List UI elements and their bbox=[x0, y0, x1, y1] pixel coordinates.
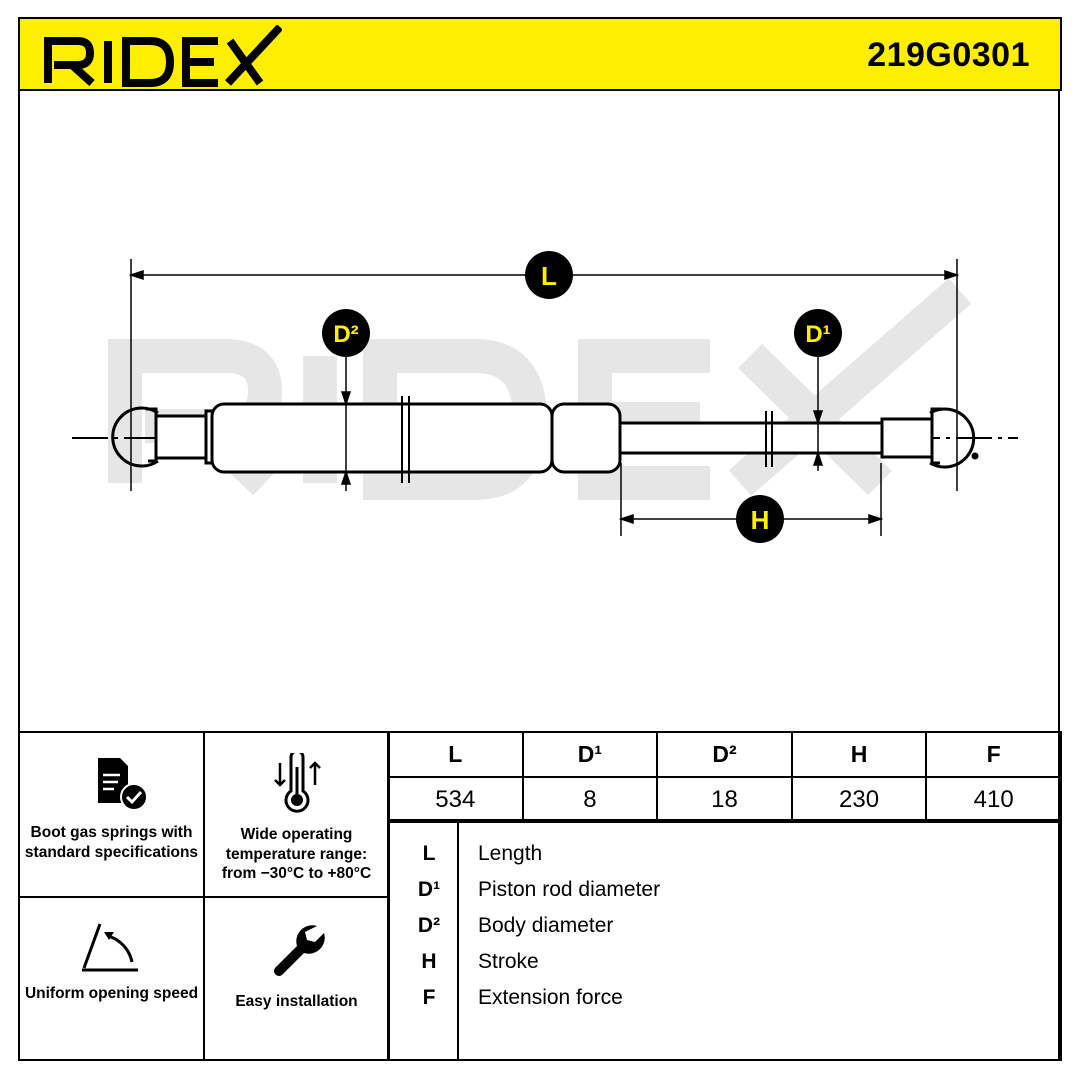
legend-symbol: D² bbox=[417, 914, 441, 937]
legend-description: Stroke bbox=[478, 950, 539, 973]
legend-symbol: D¹ bbox=[417, 878, 441, 901]
label-D1: D¹ bbox=[805, 321, 830, 348]
legend-symbol: F bbox=[422, 986, 436, 1009]
part-number: 219G0301 bbox=[867, 36, 1030, 74]
opening-angle-icon bbox=[82, 923, 138, 972]
thermometer-arrows-icon bbox=[274, 753, 321, 813]
spec-header-cell: F bbox=[925, 731, 1062, 778]
gas-spring-drawing: L D² D¹ H bbox=[72, 251, 1018, 543]
legend-divider bbox=[457, 821, 459, 1059]
spec-header-cell: D¹ bbox=[521, 731, 659, 778]
spec-table: L D¹ D² H F 534 8 18 230 410 bbox=[387, 731, 1062, 823]
legend-row: H Stroke bbox=[389, 944, 1064, 980]
label-D2: D² bbox=[333, 321, 358, 348]
legend-box: L Length D¹ Piston rod diameter D² Body … bbox=[387, 819, 1062, 1061]
left-ball-socket bbox=[111, 406, 208, 468]
badge-D2 bbox=[322, 309, 370, 357]
ridex-logo bbox=[44, 25, 282, 87]
wrench-icon bbox=[274, 925, 325, 976]
header-bar: 219G0301 bbox=[18, 17, 1062, 91]
spec-header-row: L D¹ D² H F bbox=[387, 731, 1062, 778]
spec-header-cell: D² bbox=[656, 731, 793, 778]
feature-temperature: Wide operating temperature range: from −… bbox=[203, 731, 390, 898]
feature-easy-installation: Easy installation bbox=[203, 896, 390, 1061]
spec-value-cell: 8 bbox=[521, 776, 659, 823]
legend-row: F Extension force bbox=[389, 980, 1064, 1016]
legend-symbol: H bbox=[421, 950, 437, 973]
feature-opening-speed: Uniform opening speed bbox=[18, 896, 205, 1061]
legend-description: Extension force bbox=[478, 986, 623, 1009]
feature-text: Uniform opening speed bbox=[24, 985, 199, 1002]
cylinder-body bbox=[204, 402, 622, 474]
legend-description: Piston rod diameter bbox=[478, 878, 661, 901]
legend-row: L Length bbox=[389, 836, 1064, 872]
spec-value-row: 534 8 18 230 410 bbox=[387, 776, 1062, 823]
legend-row: D² Body diameter bbox=[389, 908, 1064, 944]
badge-L bbox=[525, 251, 573, 299]
rod-break-marks bbox=[765, 411, 773, 467]
label-L: L bbox=[541, 261, 557, 291]
legend-symbol: L bbox=[422, 842, 436, 865]
dimension-rod-diameter bbox=[812, 355, 824, 471]
legend-row: D¹ Piston rod diameter bbox=[389, 872, 1064, 908]
spec-value-cell: 534 bbox=[387, 776, 524, 823]
spec-value-cell: 18 bbox=[656, 776, 793, 823]
feature-standard-specs: Boot gas springs with standard specifica… bbox=[18, 731, 205, 898]
spec-header-cell: H bbox=[790, 731, 928, 778]
badge-D1 bbox=[794, 309, 842, 357]
piston-rod bbox=[618, 417, 934, 459]
feature-grid: Boot gas springs with standard specifica… bbox=[18, 731, 390, 1061]
spec-value-cell: 230 bbox=[790, 776, 928, 823]
body-break-marks bbox=[401, 396, 410, 483]
legend-description: Body diameter bbox=[478, 914, 614, 937]
dimension-body-diameter bbox=[340, 355, 352, 491]
feature-text: Easy installation bbox=[235, 993, 358, 1010]
feature-text: Boot gas springs with standard specifica… bbox=[24, 824, 199, 861]
legend-description: Length bbox=[478, 842, 543, 865]
label-H: H bbox=[751, 505, 770, 535]
badge-H bbox=[736, 495, 784, 543]
spec-header-cell: L bbox=[387, 731, 524, 778]
document-check-icon bbox=[98, 758, 148, 811]
spec-value-cell: 410 bbox=[925, 776, 1062, 823]
feature-text: Wide operating temperature range: from −… bbox=[221, 826, 372, 882]
right-ball-socket bbox=[929, 407, 979, 469]
